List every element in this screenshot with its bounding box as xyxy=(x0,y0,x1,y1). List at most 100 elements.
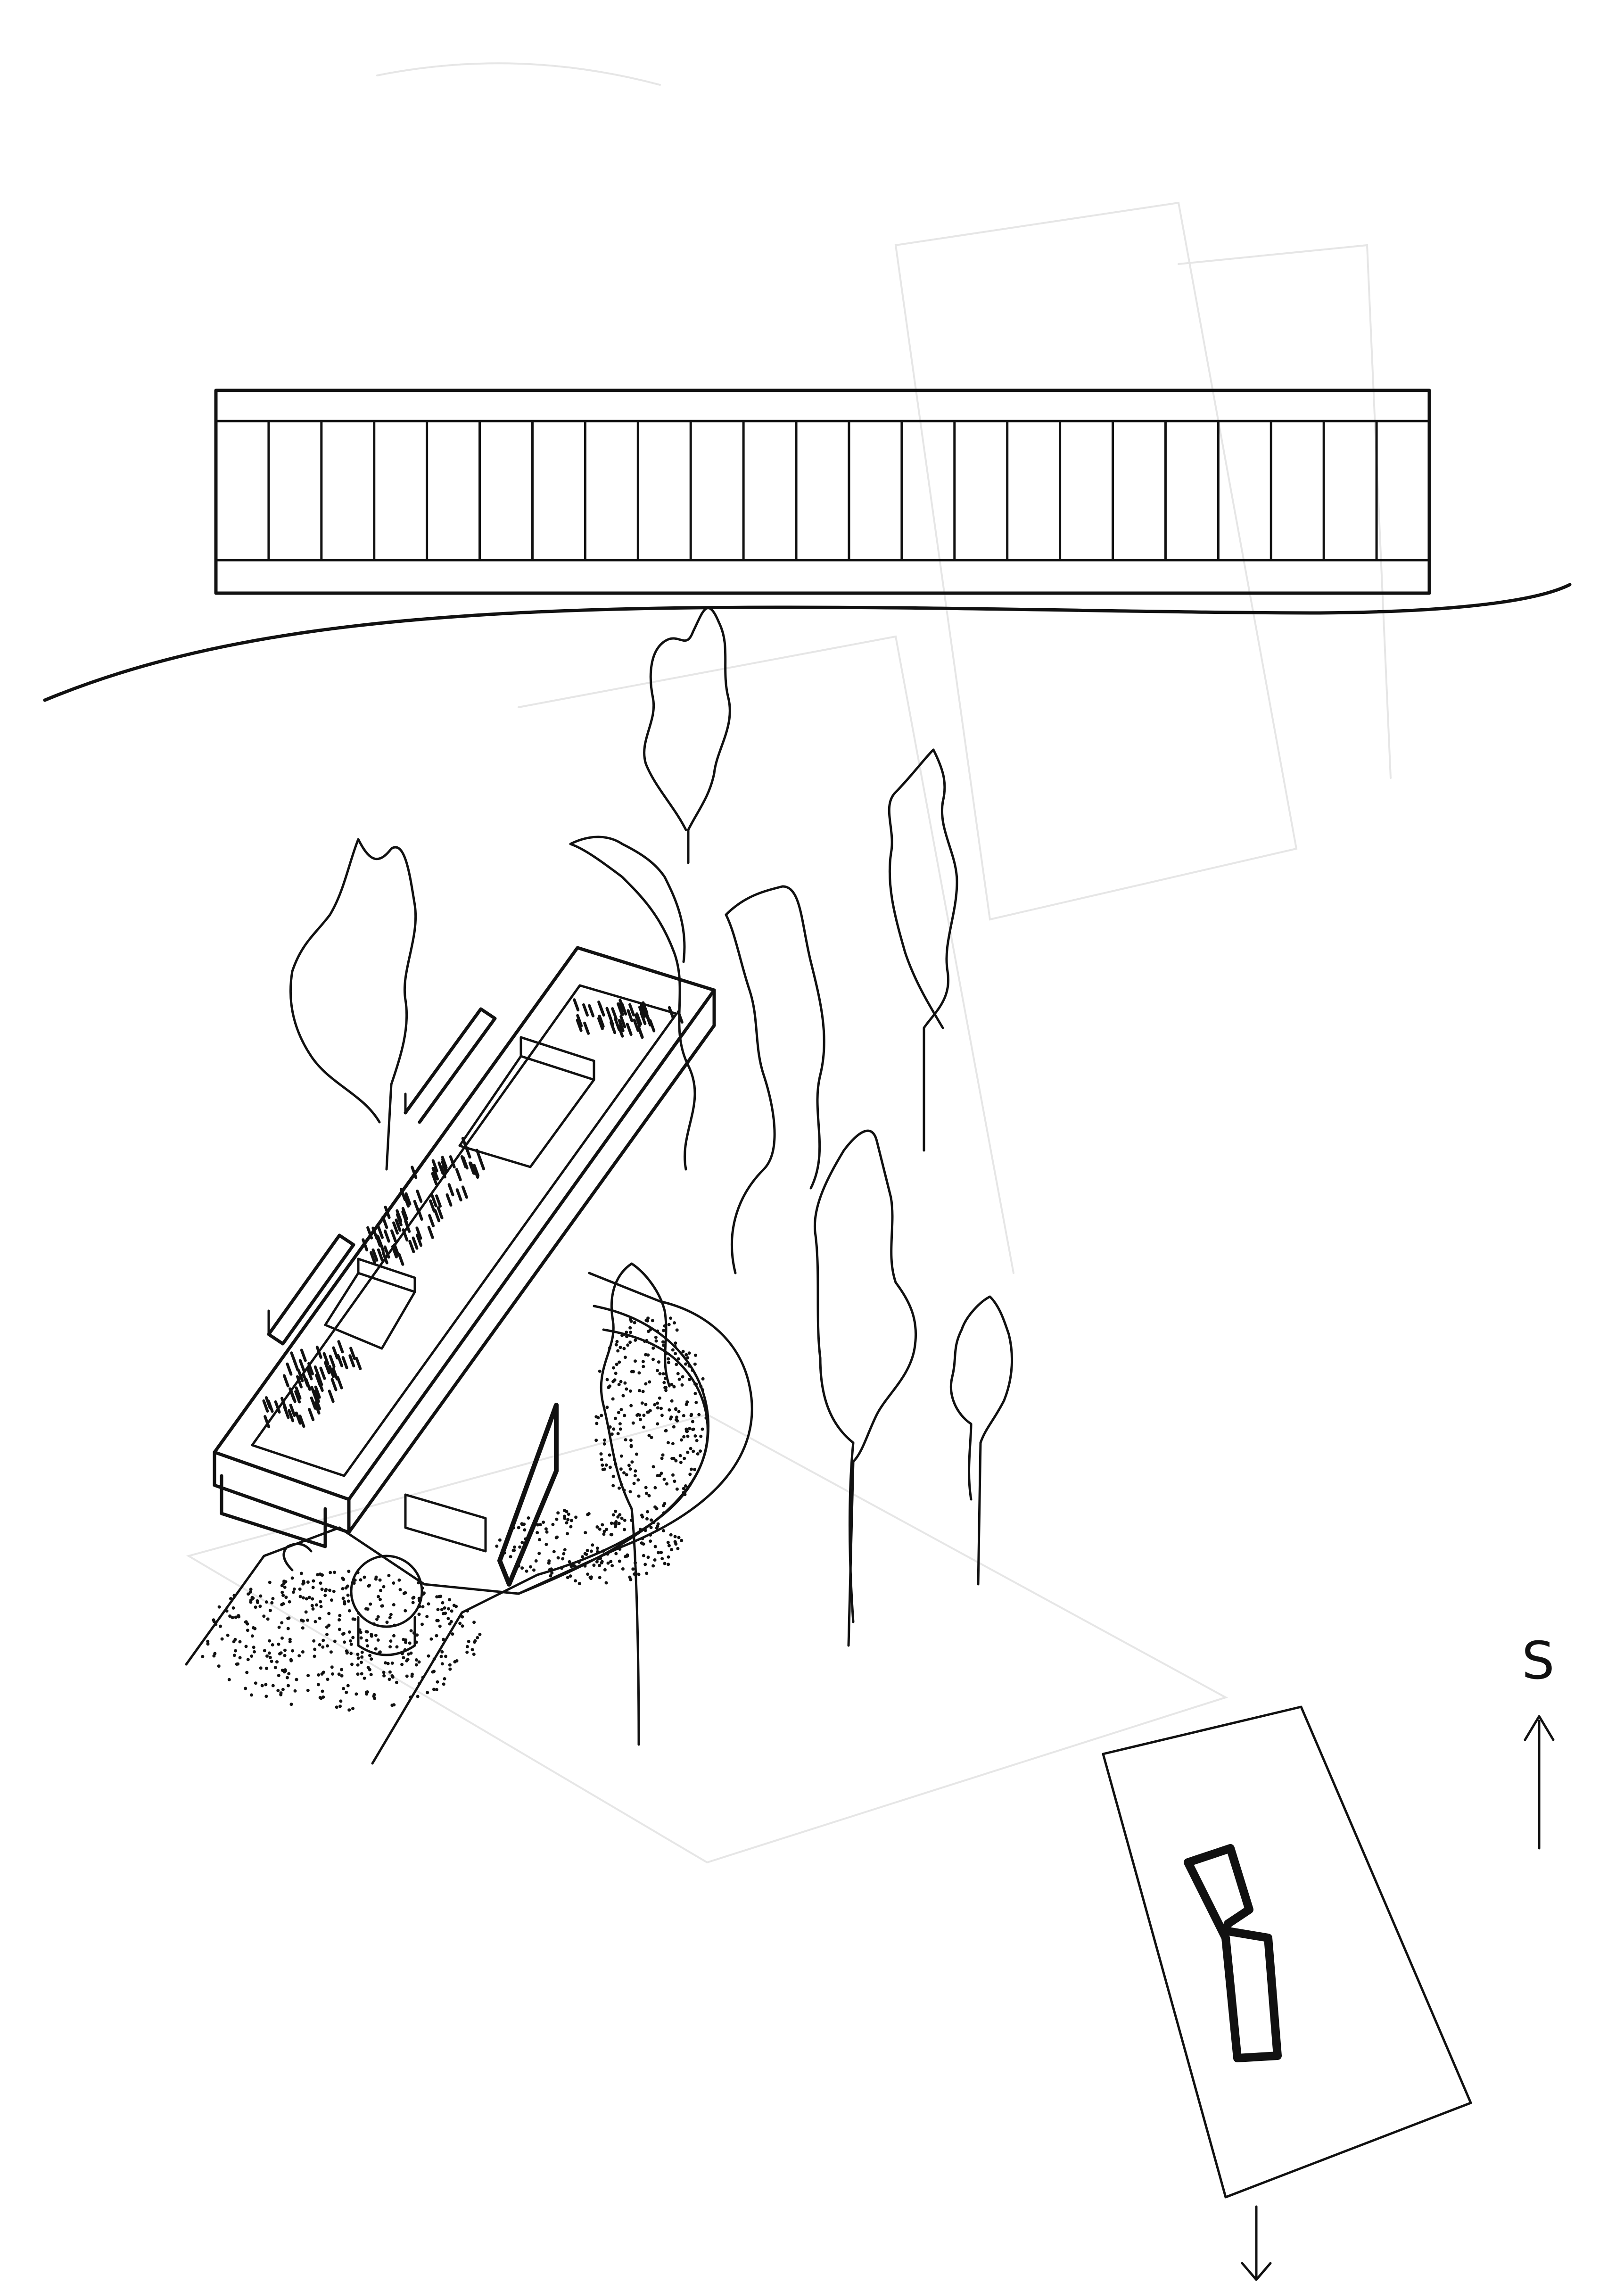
gravel-dot xyxy=(470,1648,474,1652)
gravel-dot xyxy=(628,1467,632,1471)
roof-main-front-face xyxy=(213,1450,351,1534)
gravel-dot xyxy=(617,1411,620,1414)
gravel-dot xyxy=(228,1614,232,1618)
gravel-dot xyxy=(603,1568,607,1572)
gravel-dot xyxy=(552,1550,556,1554)
gravel-dot xyxy=(611,1380,615,1383)
gravel-dot xyxy=(644,1486,648,1489)
tree-1 xyxy=(643,606,731,864)
hatch-stroke xyxy=(298,1414,305,1428)
gravel-dot xyxy=(447,1607,450,1611)
gravel-dot xyxy=(271,1684,275,1687)
gravel-dot xyxy=(311,1607,315,1611)
gravel-dot xyxy=(351,1636,355,1639)
gravel-dot xyxy=(645,1491,648,1495)
gravel-dot xyxy=(280,1590,284,1594)
hatch-stroke xyxy=(300,1348,307,1362)
gravel-dot xyxy=(677,1536,681,1539)
gravel-dot xyxy=(602,1467,606,1471)
gravel-dot xyxy=(670,1382,674,1386)
gravel-dot xyxy=(612,1366,615,1370)
gravel-dot xyxy=(283,1654,287,1657)
gravel-dot xyxy=(639,1528,642,1531)
gravel-dot xyxy=(574,1579,577,1583)
gravel-dot xyxy=(317,1673,321,1677)
gravel-dot xyxy=(690,1413,693,1416)
gravel-dot xyxy=(346,1593,350,1597)
gravel-dot xyxy=(603,1438,606,1442)
gravel-dot xyxy=(536,1523,540,1527)
gravel-dot xyxy=(282,1581,286,1585)
gravel-dot xyxy=(565,1521,569,1525)
gravel-dot xyxy=(254,1605,257,1609)
hatch-stroke xyxy=(298,1359,305,1373)
gravel-dot xyxy=(630,1460,634,1464)
gravel-dot xyxy=(466,1609,469,1613)
gravel-dot xyxy=(630,1518,634,1522)
gravel-dot xyxy=(347,1609,351,1613)
gravel-dot xyxy=(360,1672,363,1676)
hatch-stroke xyxy=(280,1397,287,1410)
gravel-dot xyxy=(591,1543,594,1547)
gravel-dot xyxy=(569,1574,572,1578)
hatch-stroke xyxy=(336,1376,343,1390)
ground-line xyxy=(43,583,1572,702)
hatch-stroke xyxy=(315,1345,322,1359)
gravel-dot xyxy=(652,1521,656,1524)
gravel-dot xyxy=(440,1608,444,1612)
hatch-stroke xyxy=(393,1243,400,1257)
gravel-dot xyxy=(658,1372,662,1376)
gravel-dot xyxy=(389,1639,393,1643)
hatch-stroke xyxy=(328,1365,335,1378)
gravel-dot xyxy=(566,1576,569,1580)
skylight-1 xyxy=(458,1036,595,1168)
gravel-dot xyxy=(646,1353,650,1357)
gravel-dot xyxy=(409,1651,413,1655)
gravel-dot xyxy=(622,1332,626,1336)
gravel-dot xyxy=(691,1368,694,1372)
gravel-dot xyxy=(321,1645,325,1649)
gravel-dot xyxy=(527,1516,530,1520)
gravel-dot xyxy=(614,1552,618,1555)
gravel-dot xyxy=(251,1626,255,1630)
hatch-stroke xyxy=(307,1362,314,1375)
gravel-dot xyxy=(634,1571,638,1575)
hatch-stroke xyxy=(643,1008,651,1021)
gravel-dot xyxy=(651,1319,654,1323)
gravel-dot xyxy=(267,1651,271,1655)
hatch-stroke xyxy=(317,1379,324,1392)
hatch-stroke xyxy=(329,1355,336,1368)
hatch-stroke xyxy=(324,1361,330,1374)
gravel-dot xyxy=(420,1622,424,1626)
gravel-dot xyxy=(693,1434,697,1438)
gravel-dot xyxy=(660,1557,664,1561)
gravel-dot xyxy=(320,1588,324,1591)
gravel-dot xyxy=(378,1578,382,1582)
hatch-stroke xyxy=(377,1248,384,1262)
gravel-dot xyxy=(338,1704,342,1708)
gravel-dot xyxy=(376,1638,380,1642)
gravel-dot xyxy=(673,1321,676,1325)
gravel-dot xyxy=(295,1678,298,1681)
gravel-dot xyxy=(563,1548,567,1552)
gravel-dot xyxy=(605,1406,609,1409)
gravel-dot xyxy=(599,1452,603,1456)
gravel-dot xyxy=(633,1474,637,1478)
hatch-stroke xyxy=(428,1214,435,1227)
gravel-dot xyxy=(346,1599,350,1603)
gravel-dot xyxy=(663,1562,667,1565)
gravel-dot xyxy=(366,1666,370,1670)
tree-7 xyxy=(949,1295,1014,1501)
gravel-dot xyxy=(617,1522,621,1525)
gravel-dot xyxy=(577,1560,581,1564)
gravel-dot xyxy=(682,1414,685,1417)
gravel-dot xyxy=(288,1640,292,1644)
hatch-stroke xyxy=(330,1378,338,1391)
gravel-dot xyxy=(201,1654,205,1658)
gravel-dot xyxy=(439,1595,443,1598)
gravel-dot xyxy=(682,1487,685,1490)
tree-5 xyxy=(888,748,958,1152)
gravel-dot xyxy=(675,1418,678,1422)
gravel-dot xyxy=(677,1410,681,1414)
gravel-dot xyxy=(701,1377,705,1381)
